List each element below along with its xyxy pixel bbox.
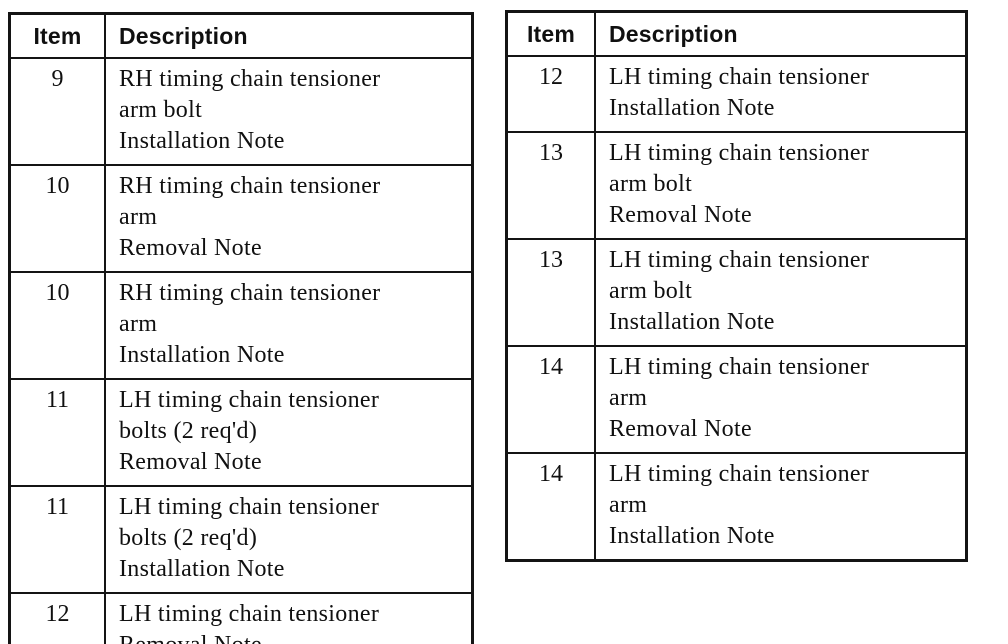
table-row: 11 LH timing chain tensioner bolts (2 re… — [11, 485, 471, 592]
table-row: 11 LH timing chain tensioner bolts (2 re… — [11, 378, 471, 485]
table-header-row: Item Description — [11, 15, 471, 57]
parts-table-left: Item Description 9 RH timing chain tensi… — [8, 12, 474, 644]
table-row: 10 RH timing chain tensioner arm Install… — [11, 271, 471, 378]
table-row: 14 LH timing chain tensioner arm Removal… — [508, 345, 965, 452]
item-number: 14 — [508, 347, 596, 452]
column-header-item: Item — [508, 13, 596, 55]
table-row: 10 RH timing chain tensioner arm Removal… — [11, 164, 471, 271]
parts-table-right: Item Description 12 LH timing chain tens… — [505, 10, 968, 562]
item-description: LH timing chain tensioner bolts (2 req'd… — [119, 387, 380, 475]
item-description: LH timing chain tensioner arm Installati… — [609, 461, 870, 549]
item-description: LH timing chain tensioner arm bolt Remov… — [609, 140, 870, 228]
item-description: LH timing chain tensioner arm Removal No… — [609, 354, 870, 442]
item-number: 9 — [11, 59, 106, 164]
item-number: 12 — [11, 594, 106, 644]
table-header-row: Item Description — [508, 13, 965, 55]
column-header-item: Item — [11, 15, 106, 57]
item-description: RH timing chain tensioner arm Removal No… — [119, 173, 381, 261]
item-description: LH timing chain tensioner bolts (2 req'd… — [119, 494, 380, 582]
item-number: 13 — [508, 240, 596, 345]
item-number: 10 — [11, 273, 106, 378]
table-row: 13 LH timing chain tensioner arm bolt In… — [508, 238, 965, 345]
table-row: 12 LH timing chain tensioner Removal Not… — [11, 592, 471, 644]
item-description: RH timing chain tensioner arm Installati… — [119, 280, 381, 368]
item-number: 12 — [508, 57, 596, 131]
item-description: RH timing chain tensioner arm bolt Insta… — [119, 66, 381, 154]
item-description: LH timing chain tensioner arm bolt Insta… — [609, 247, 870, 335]
table-row: 14 LH timing chain tensioner arm Install… — [508, 452, 965, 559]
column-header-description: Description — [609, 21, 738, 47]
item-description: LH timing chain tensioner Removal Note — [119, 601, 380, 644]
item-number: 13 — [508, 133, 596, 238]
table-row: 9 RH timing chain tensioner arm bolt Ins… — [11, 57, 471, 164]
item-number: 11 — [11, 487, 106, 592]
item-number: 11 — [11, 380, 106, 485]
table-row: 13 LH timing chain tensioner arm bolt Re… — [508, 131, 965, 238]
item-number: 10 — [11, 166, 106, 271]
column-header-description: Description — [119, 23, 248, 49]
item-number: 14 — [508, 454, 596, 559]
item-description: LH timing chain tensioner Installation N… — [609, 64, 870, 121]
table-row: 12 LH timing chain tensioner Installatio… — [508, 55, 965, 131]
